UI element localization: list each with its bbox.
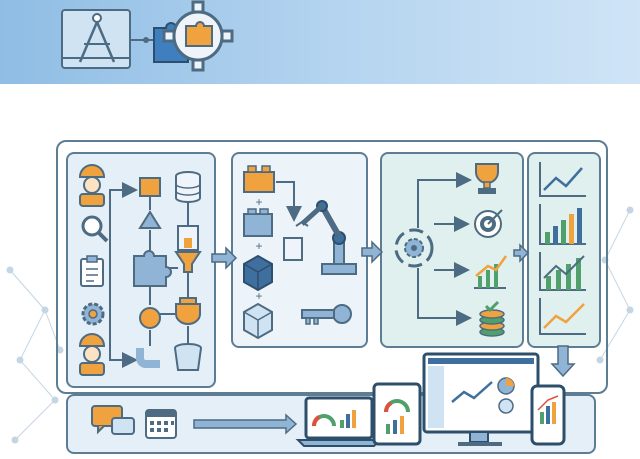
- arrow-right-icon: [513, 243, 530, 263]
- bar-chart-icon: [539, 204, 586, 245]
- circle-icon: [139, 307, 161, 329]
- triangle-icon: [138, 210, 162, 229]
- arrow-right-icon: [361, 240, 384, 264]
- trend-chart-icon: [539, 298, 586, 335]
- pot-icon: [175, 297, 201, 325]
- arrow-right-icon: [211, 246, 238, 270]
- laptop-gauge-icon: [295, 396, 383, 447]
- pipe-icon: [136, 348, 160, 368]
- cube-icon: [243, 208, 273, 237]
- arrow-right-icon: [193, 413, 298, 435]
- svg-text:+: +: [255, 195, 262, 209]
- magnifier-icon: [81, 215, 109, 243]
- arrow-down-icon: [550, 345, 576, 378]
- bar-line-chart-icon: [539, 252, 586, 291]
- gear-icon: [162, 0, 234, 72]
- tablet-gauge-icon: [372, 382, 422, 446]
- monitor-dashboard-icon: [422, 352, 540, 446]
- orange-square-icon: [139, 177, 161, 197]
- cycle-gears-icon: [394, 228, 434, 268]
- key-icon: [301, 304, 352, 325]
- bucket-icon: [174, 343, 202, 371]
- line-chart-icon: [539, 162, 586, 197]
- target-icon: [474, 209, 503, 238]
- worker-icon: [78, 164, 106, 207]
- phone-chart-icon: [530, 384, 566, 446]
- blueprint-compass-icon: [61, 9, 131, 69]
- puzzle-piece-icon: [133, 250, 172, 287]
- funnel-icon: [174, 225, 202, 273]
- worker-icon: [78, 333, 106, 376]
- outer-frame: [56, 140, 608, 394]
- chat-icon: [91, 405, 135, 435]
- cube-icon: [243, 254, 273, 292]
- trophy-icon: [475, 163, 499, 194]
- box-icon: [283, 237, 303, 261]
- network-decoration-right: [596, 206, 634, 364]
- lego-brick-icon: [243, 165, 275, 193]
- svg-text:+: +: [255, 239, 262, 253]
- network-decoration-left: [6, 266, 64, 444]
- database-icon: [175, 171, 201, 203]
- coin-stack-icon: [479, 300, 505, 337]
- gear-icon: [81, 302, 105, 326]
- robot-arm-icon: [295, 200, 357, 275]
- calendar-icon: [145, 409, 177, 439]
- growth-chart-icon: [474, 255, 508, 289]
- svg-text:+: +: [255, 289, 262, 303]
- clipboard-icon: [80, 255, 104, 287]
- cube-icon: [243, 302, 273, 340]
